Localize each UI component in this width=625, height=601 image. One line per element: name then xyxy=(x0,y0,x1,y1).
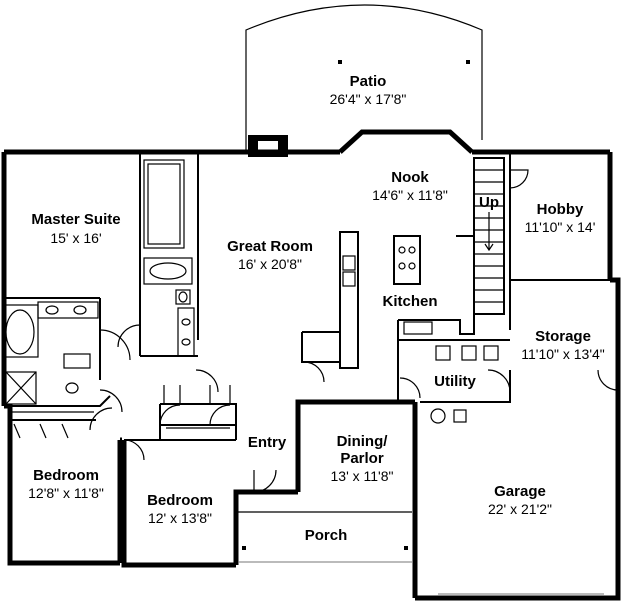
garage-label: Garage xyxy=(494,483,546,500)
storage-dim: 11'10" x 13'4" xyxy=(521,346,605,362)
kitchen-label: Kitchen xyxy=(382,293,437,310)
dining-dim: 13' x 11'8" xyxy=(331,468,394,484)
stairs xyxy=(473,157,505,315)
kitchen-fixtures xyxy=(301,231,499,369)
storage-label: Storage xyxy=(535,328,591,345)
hall-bath-fixtures xyxy=(3,301,99,405)
great-room-label: Great Room xyxy=(227,238,313,255)
bedroom1-label: Bedroom xyxy=(33,467,99,484)
nook-dim: 14'6" x 11'8" xyxy=(372,187,448,203)
patio-label: Patio xyxy=(350,73,387,90)
interior-walls xyxy=(4,152,610,441)
bedroom2-dim: 12' x 13'8" xyxy=(148,510,212,526)
bedroom2-label: Bedroom xyxy=(147,492,213,509)
closet-fixtures xyxy=(12,385,231,439)
great-room-dim: 16' x 20'8" xyxy=(238,256,302,272)
hobby-label: Hobby xyxy=(537,201,584,218)
master-suite-label: Master Suite xyxy=(31,211,120,228)
hobby-dim: 11'10" x 14' xyxy=(525,219,596,235)
patio-dim: 26'4" x 17'8" xyxy=(330,91,407,107)
master-suite-dim: 15' x 16' xyxy=(50,230,101,246)
stair-up-label: Up xyxy=(479,194,499,211)
dining-label: Dining/ xyxy=(337,433,389,450)
nook-label: Nook xyxy=(391,169,429,186)
porch-label: Porch xyxy=(305,527,348,544)
master-bath-fixtures xyxy=(143,159,195,357)
porch-outline xyxy=(238,511,412,563)
patio-outline xyxy=(245,4,483,152)
garage-dim: 22' x 21'2" xyxy=(488,501,552,517)
utility-label: Utility xyxy=(434,373,476,390)
bedroom1-dim: 12'8" x 11'8" xyxy=(28,485,104,501)
door-swings xyxy=(89,169,619,493)
parlor-label: Parlor xyxy=(340,450,384,467)
entry-label: Entry xyxy=(248,434,287,451)
